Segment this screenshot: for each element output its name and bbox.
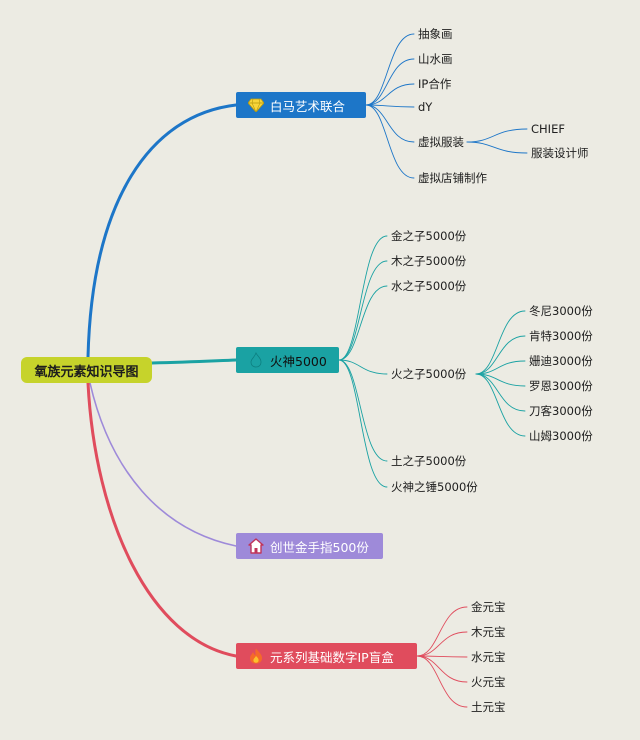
- diamond-icon: [248, 97, 264, 113]
- leaf-landscape-painting[interactable]: 山水画: [418, 52, 453, 66]
- leaf-water-ingot[interactable]: 水元宝: [471, 650, 506, 664]
- connector-t2-leaf-1: [338, 235, 388, 361]
- leaf-abstract-painting[interactable]: 抽象画: [418, 27, 453, 41]
- leaf-son-of-earth[interactable]: 土之子5000份: [391, 454, 467, 468]
- leaf-son-of-wood[interactable]: 木之子5000份: [391, 254, 467, 268]
- connector-t1-leaf-4: [365, 104, 415, 108]
- connector-t2-leaf-5: [338, 359, 388, 462]
- leaf-fire-ingot[interactable]: 火元宝: [471, 675, 506, 689]
- topic-label: 白马艺术联合: [270, 98, 346, 114]
- connector-t2-leaf-3: [338, 285, 388, 361]
- leaf-wood-ingot[interactable]: 木元宝: [471, 625, 506, 639]
- connector-t2-leaf-2: [338, 260, 388, 361]
- leaf-dy[interactable]: dY: [418, 100, 433, 114]
- flame-icon: [248, 352, 264, 368]
- connector-t2-sub-5: [475, 373, 526, 412]
- leaf-fire-god-hammer[interactable]: 火神之锤5000份: [391, 480, 478, 494]
- root-node[interactable]: 氧族元素知识导图: [21, 357, 152, 383]
- connector-t2-leaf-4: [338, 359, 388, 375]
- connector-t4-leaf-3: [416, 655, 468, 658]
- leaf-ip-cooperation[interactable]: IP合作: [418, 77, 452, 91]
- connector-t1-sub-1: [466, 128, 528, 143]
- connector-t2-sub-1: [475, 310, 526, 375]
- leaf-luoen[interactable]: 罗恩3000份: [529, 379, 593, 393]
- topic-genesis-finger[interactable]: 创世金手指500份: [236, 533, 383, 559]
- connector-t1-leaf-6: [365, 104, 415, 179]
- topic-fire-god[interactable]: 火神5000: [236, 347, 339, 373]
- connector-t4-leaf-2: [416, 631, 468, 657]
- connector-t2-leaf-6: [338, 359, 388, 488]
- root-label: 氧族元素知识导图: [34, 364, 139, 380]
- connector-t4-leaf-5: [416, 655, 468, 708]
- topic-blind-box[interactable]: 元系列基础数字IP盲盒: [236, 643, 417, 669]
- connector-t4-leaf-4: [416, 655, 468, 683]
- connector-topic-1: [86, 103, 238, 359]
- house-icon: [248, 538, 264, 554]
- topic-baima-art[interactable]: 白马艺术联合: [236, 92, 366, 118]
- leaf-virtual-store[interactable]: 虚拟店铺制作: [418, 171, 487, 185]
- connector-t4-leaf-1: [416, 606, 468, 657]
- leaf-earth-ingot[interactable]: 土元宝: [471, 700, 506, 714]
- connector-topic-4: [86, 381, 238, 658]
- connector-t1-leaf-5: [365, 104, 415, 143]
- leaf-daoke[interactable]: 刀客3000份: [529, 404, 593, 418]
- topic-label: 创世金手指500份: [270, 539, 369, 555]
- leaf-son-of-gold[interactable]: 金之子5000份: [391, 229, 467, 243]
- connector-topic-3: [89, 382, 237, 547]
- leaf-shandi[interactable]: 姗迪3000份: [529, 354, 593, 368]
- topic-label: 火神5000: [270, 353, 327, 369]
- connector-t1-sub-2: [466, 141, 528, 154]
- leaf-gold-ingot[interactable]: 金元宝: [471, 600, 506, 614]
- connector-t1-leaf-1: [365, 33, 415, 106]
- connector-t2-sub-6: [475, 373, 526, 437]
- connector-t1-leaf-2: [365, 58, 415, 106]
- leaf-kente[interactable]: 肯特3000份: [529, 329, 593, 343]
- connector-t1-leaf-3: [365, 83, 415, 106]
- leaf-chief[interactable]: CHIEF: [531, 122, 565, 136]
- leaf-shanmu[interactable]: 山姆3000份: [529, 429, 593, 443]
- connector-t2-sub-2: [475, 335, 526, 375]
- connector-topic-2: [150, 358, 238, 365]
- leaf-son-of-fire[interactable]: 火之子5000份: [391, 367, 467, 381]
- leaf-dongni[interactable]: 冬尼3000份: [529, 304, 593, 318]
- fire-icon: [248, 648, 264, 664]
- leaf-son-of-water[interactable]: 水之子5000份: [391, 279, 467, 293]
- leaf-fashion-designer[interactable]: 服装设计师: [531, 146, 589, 160]
- topic-label: 元系列基础数字IP盲盒: [270, 649, 394, 665]
- connector-t2-sub-3: [475, 360, 526, 375]
- leaf-virtual-clothing[interactable]: 虚拟服装: [418, 135, 464, 149]
